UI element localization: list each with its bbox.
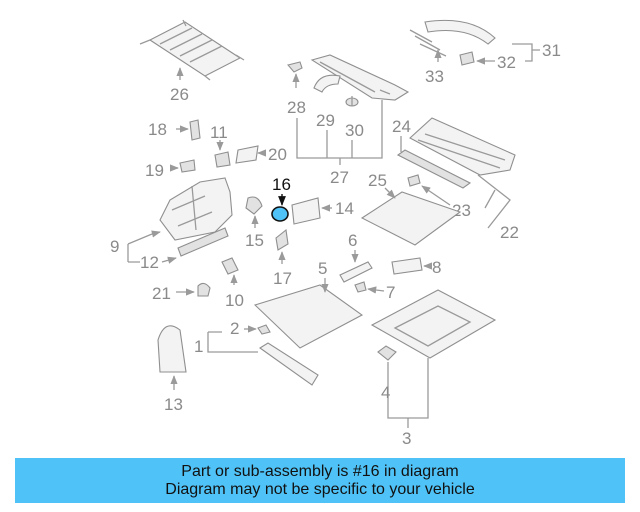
label-6: 6 <box>348 231 357 250</box>
label-10: 10 <box>225 291 244 310</box>
part-7-clip[interactable] <box>354 281 385 294</box>
label-32: 32 <box>497 53 516 72</box>
part-8-rail[interactable] <box>391 257 433 275</box>
label-22: 22 <box>500 223 519 242</box>
part-32-clip[interactable] <box>459 51 495 66</box>
part-25-floor-board[interactable] <box>360 187 462 246</box>
label-33: 33 <box>425 67 444 86</box>
label-7: 7 <box>386 283 395 302</box>
label-18: 18 <box>148 120 167 139</box>
part-13-side-panel[interactable] <box>157 325 187 390</box>
part-27-package-tray[interactable] <box>310 54 410 101</box>
label-27: 27 <box>330 168 349 187</box>
part-1-sill-trim[interactable] <box>259 342 319 386</box>
part-22-rear-trim-panel[interactable] <box>409 117 516 176</box>
leader-9-arrow <box>151 230 161 238</box>
label-13: 13 <box>164 395 183 414</box>
part-26-cargo-cover[interactable] <box>139 19 245 81</box>
part-18-hook[interactable] <box>176 119 201 141</box>
part-28-clip[interactable] <box>287 61 303 88</box>
leader-1 <box>207 331 258 353</box>
part-29-bracket[interactable] <box>313 74 341 93</box>
label-17: 17 <box>273 269 292 288</box>
part-5-cargo-mat[interactable] <box>253 278 364 349</box>
part-9-side-trim[interactable] <box>159 177 233 241</box>
label-24: 24 <box>392 117 411 136</box>
part-2-clip[interactable] <box>244 324 271 335</box>
label-30: 30 <box>345 121 364 140</box>
part-6-rail[interactable] <box>339 250 373 283</box>
part-19-cover[interactable] <box>169 159 196 173</box>
leader-9 <box>127 233 153 263</box>
label-4: 4 <box>381 383 390 402</box>
leader-3-4 <box>387 358 429 428</box>
info-banner: Part or sub-assembly is #16 in diagram D… <box>15 458 625 503</box>
label-15: 15 <box>245 231 264 250</box>
label-3: 3 <box>402 429 411 448</box>
label-31: 31 <box>542 41 561 60</box>
part-11-bracket[interactable] <box>214 140 231 168</box>
leader-27 <box>296 100 383 165</box>
label-9: 9 <box>110 237 119 256</box>
part-15-bracket[interactable] <box>245 196 263 228</box>
part-14-panel[interactable] <box>291 197 332 225</box>
label-1: 1 <box>194 337 203 356</box>
label-2: 2 <box>230 319 239 338</box>
label-20: 20 <box>268 145 287 164</box>
label-26: 26 <box>170 85 189 104</box>
part-24-sill-plate[interactable] <box>396 149 472 189</box>
label-5: 5 <box>318 259 327 278</box>
label-14: 14 <box>335 199 354 218</box>
label-25: 25 <box>368 171 387 190</box>
part-3-floor-panel[interactable] <box>370 289 497 359</box>
part-17-clip[interactable] <box>275 228 289 264</box>
label-21: 21 <box>152 284 171 303</box>
part-16-highlighted[interactable] <box>271 194 289 222</box>
part-33-trim-strip[interactable] <box>409 19 496 62</box>
label-12: 12 <box>140 253 159 272</box>
label-23: 23 <box>452 201 471 220</box>
label-19: 19 <box>145 161 164 180</box>
leader-22 <box>477 174 511 229</box>
leader-31 <box>512 43 540 62</box>
label-8: 8 <box>432 258 441 277</box>
label-28: 28 <box>287 98 306 117</box>
label-29: 29 <box>316 111 335 130</box>
part-12-trim-panel[interactable] <box>161 227 229 264</box>
part-21-fastener[interactable] <box>176 282 211 297</box>
part-10-hook[interactable] <box>221 257 239 285</box>
label-11: 11 <box>210 123 228 142</box>
label-16: 16 <box>272 175 291 194</box>
part-4-cap[interactable] <box>377 345 397 361</box>
parts-diagram: 26 33 32 31 28 29 30 27 24 <box>110 19 561 448</box>
part-30-fastener[interactable] <box>345 96 359 107</box>
part-23-bracket[interactable] <box>407 174 451 206</box>
banner-line-1: Part or sub-assembly is #16 in diagram <box>181 462 459 480</box>
banner-line-2: Diagram may not be specific to your vehi… <box>165 480 475 498</box>
part-20-cover[interactable] <box>235 145 267 164</box>
